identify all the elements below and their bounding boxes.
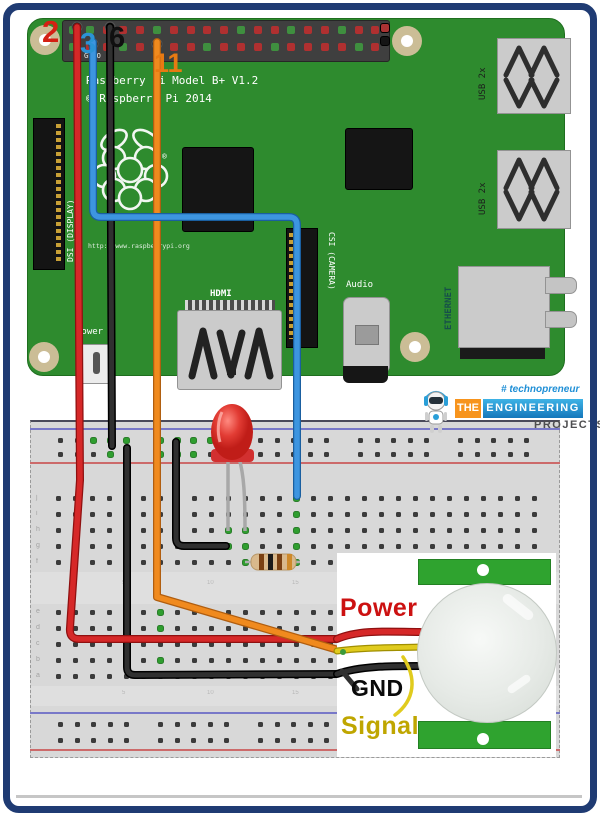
pi-copyright: © Raspberry Pi 2014 xyxy=(86,92,212,105)
gnd-wire-label: GND xyxy=(351,675,404,701)
audio-jack-base xyxy=(343,366,388,383)
brand-word-engineering: ENGINEERING xyxy=(483,399,583,418)
dome-highlight xyxy=(506,673,532,695)
brand-word-the: THE xyxy=(455,399,481,418)
brand-logo: # technopreneur THE ENGINEERING PROJECTS xyxy=(413,383,600,435)
power-wire-label: Power xyxy=(340,594,418,622)
pin2-annotation: 2 xyxy=(42,14,60,49)
pin6-annotation: 6 xyxy=(109,22,126,54)
ethernet-pin xyxy=(545,311,577,328)
pin11-annotation: 11 xyxy=(154,48,183,78)
brand-hashtag: # technopreneur xyxy=(501,384,580,395)
pi-url: http://www.raspberrypi.org xyxy=(88,242,190,250)
pir-mount-hole xyxy=(477,564,489,576)
pi-power-label: Power xyxy=(76,327,104,337)
csi-label: CSI (CAMERA) xyxy=(327,232,336,290)
gpio-pin xyxy=(371,43,380,51)
mount-hole xyxy=(30,25,60,55)
signal-wire-label: Signal xyxy=(341,712,420,740)
dsi-label: DSI (DISPLAY) xyxy=(66,199,75,262)
pin3-annotation: 3 xyxy=(80,28,97,60)
table-edge-line xyxy=(16,795,582,798)
usb-bottom-label: USB 2x xyxy=(478,182,488,215)
smd-component xyxy=(380,23,390,33)
ethernet-label: ETHERNET xyxy=(444,286,454,330)
mount-hole xyxy=(400,332,430,362)
usb-top-label: USB 2x xyxy=(478,67,488,100)
ethernet-port xyxy=(458,266,550,348)
gpio-pin xyxy=(354,26,363,34)
rail-line-red-bottom xyxy=(30,749,560,751)
robot-mascot-icon xyxy=(424,391,448,433)
audio-jack-detail xyxy=(355,325,379,345)
audio-label: Audio xyxy=(346,280,374,290)
usb-hub-chip xyxy=(345,128,413,190)
gpio-pin xyxy=(354,43,363,51)
hdmi-label: HDMI xyxy=(210,289,232,299)
rail-line-blue-bottom xyxy=(30,712,560,714)
micro-usb-slot xyxy=(93,352,100,374)
pir-dome xyxy=(417,583,557,723)
mount-hole xyxy=(29,342,59,372)
rail-line-red-top xyxy=(30,462,560,464)
gpio-pin xyxy=(371,26,380,34)
smd-component xyxy=(380,36,390,46)
brand-word-projects: PROJECTS xyxy=(534,419,600,431)
dsi-pins xyxy=(56,124,61,262)
mount-hole xyxy=(392,26,422,56)
pir-mount-hole xyxy=(477,733,489,745)
reg-mark: ® xyxy=(162,152,167,161)
ethernet-pin xyxy=(545,277,577,294)
